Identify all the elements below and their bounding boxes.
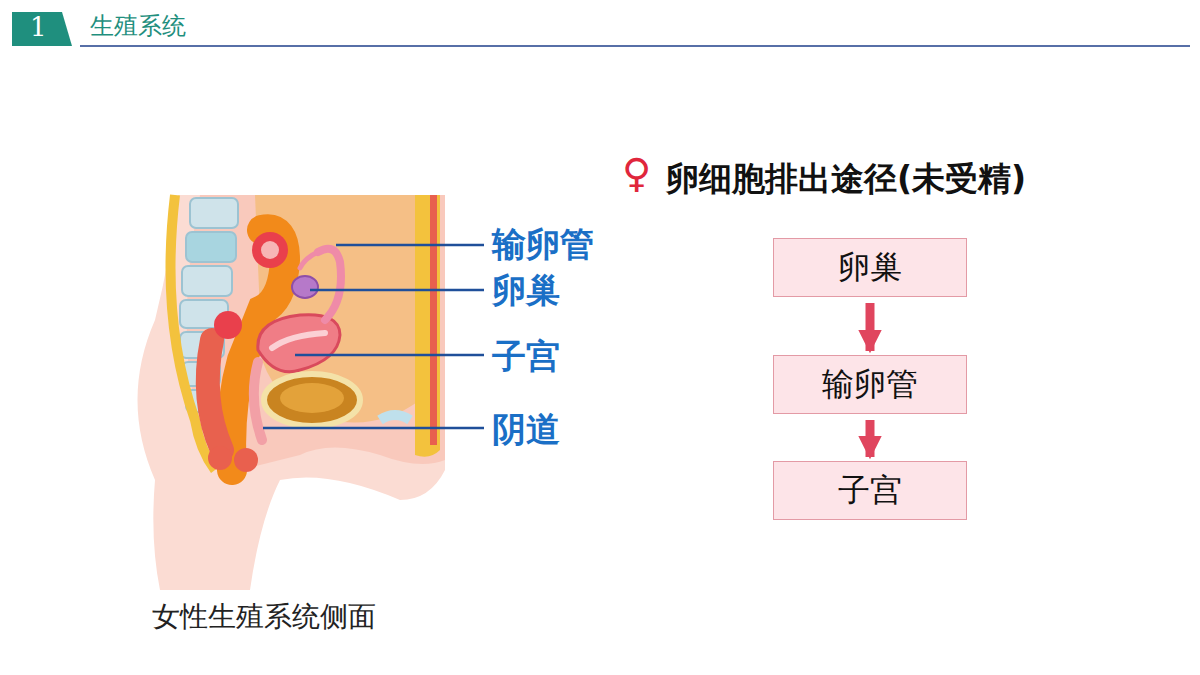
- flow-title: 卵细胞排出途径(未受精): [666, 157, 1026, 202]
- box-text: 输卵管: [822, 363, 918, 407]
- part-label: 卵巢: [492, 268, 560, 314]
- part-label: 输卵管: [492, 222, 594, 268]
- header-badge: [12, 12, 72, 46]
- part-label: 阴道: [492, 407, 560, 453]
- header-rule: [80, 45, 1190, 47]
- box-text: 卵巢: [838, 246, 902, 290]
- anatomy-figure: [138, 195, 446, 590]
- leader-lines: [263, 245, 484, 428]
- female-symbol: ♀: [622, 150, 651, 196]
- flow-arrow: [866, 303, 875, 351]
- box-text: 子宫: [838, 469, 902, 513]
- section-number: 1: [30, 12, 47, 42]
- part-label: 子宫: [492, 334, 560, 380]
- process-box: 卵巢: [773, 238, 967, 297]
- process-box: 子宫: [773, 461, 967, 520]
- flow-arrow: [866, 420, 875, 457]
- process-box: 输卵管: [773, 355, 967, 414]
- section-title: 生殖系统: [90, 10, 186, 42]
- figure-caption: 女性生殖系统侧面: [152, 598, 376, 636]
